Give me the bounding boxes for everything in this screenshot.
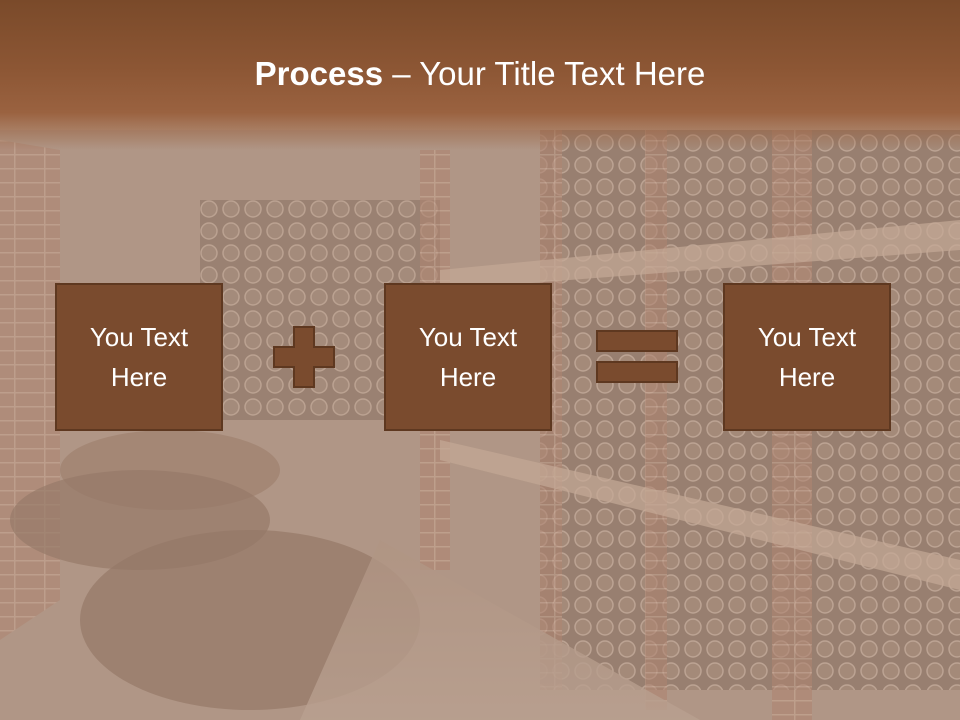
process-box-2[interactable]: You Text Here: [384, 283, 552, 431]
process-box-3-text: You Text Here: [757, 322, 857, 392]
title-bold-word: Process: [254, 55, 384, 92]
title-rest: Your Title Text Here: [419, 55, 706, 92]
slide-title[interactable]: Process – Your Title Text Here: [0, 52, 960, 96]
process-box-1-text: You Text Here: [89, 322, 189, 392]
process-box-2-text: You Text Here: [418, 322, 518, 392]
title-dash: –: [383, 55, 420, 92]
title-bar: [0, 0, 960, 150]
equals-icon: [596, 330, 678, 383]
process-box-3[interactable]: You Text Here: [723, 283, 891, 431]
plus-icon: [273, 326, 335, 388]
process-box-1[interactable]: You Text Here: [55, 283, 223, 431]
